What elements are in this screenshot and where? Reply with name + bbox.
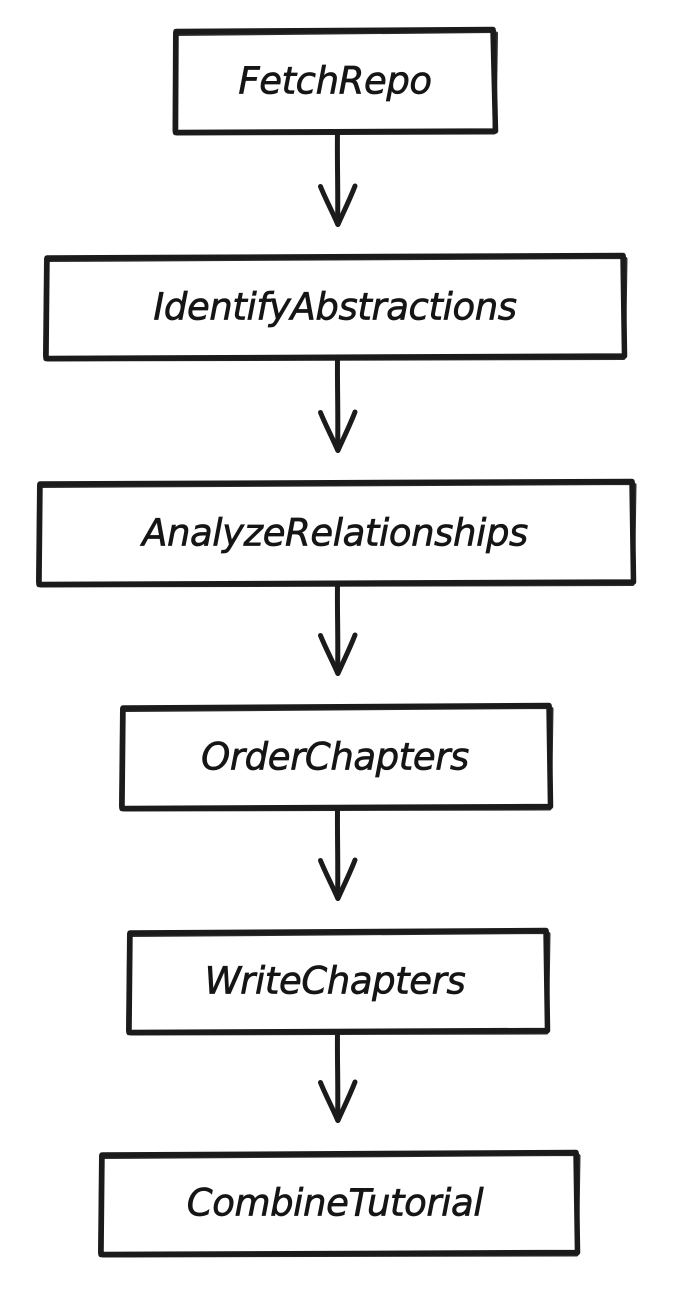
node-outline-sketch [43, 255, 628, 362]
arrowhead-icon [318, 409, 358, 453]
node-outline-sketch [119, 705, 554, 812]
node-outline-sketch [172, 29, 498, 136]
node-identifyabstractions[interactable]: IdentifyAbstractions [43, 252, 628, 362]
node-label: CombineTutorial [187, 1182, 485, 1225]
node-label: IdentifyAbstractions [153, 286, 516, 329]
node-orderchapters[interactable]: OrderChapters [119, 702, 554, 812]
node-combinetutorial[interactable]: CombineTutorial [98, 1149, 581, 1258]
arrowhead-icon [318, 857, 358, 901]
node-fetchrepo[interactable]: FetchRepo [172, 26, 499, 136]
edge-analyzerelationships-to-orderchapters [318, 582, 358, 676]
edge-fetchrepo-to-identifyabstractions [318, 130, 358, 227]
arrowhead-icon [318, 183, 358, 227]
arrowhead-icon [318, 632, 358, 676]
node-outline-sketch [98, 1152, 581, 1258]
edge-group [318, 130, 358, 1123]
edge-writechapters-to-combinetutorial [318, 1030, 358, 1123]
node-outline-sketch [126, 930, 551, 1036]
node-writechapters[interactable]: WriteChapters [126, 927, 551, 1036]
node-label: OrderChapters [201, 736, 469, 779]
node-label: AnalyzeRelationships [140, 512, 528, 555]
node-label: WriteChapters [205, 960, 466, 1003]
edge-identifyabstractions-to-analyzerelationships [318, 356, 358, 453]
edge-orderchapters-to-writechapters [318, 806, 358, 901]
node-outline-sketch [36, 481, 637, 588]
node-label: FetchRepo [238, 60, 431, 103]
node-analyzerelationships[interactable]: AnalyzeRelationships [36, 478, 637, 588]
arrowhead-icon [318, 1079, 358, 1123]
